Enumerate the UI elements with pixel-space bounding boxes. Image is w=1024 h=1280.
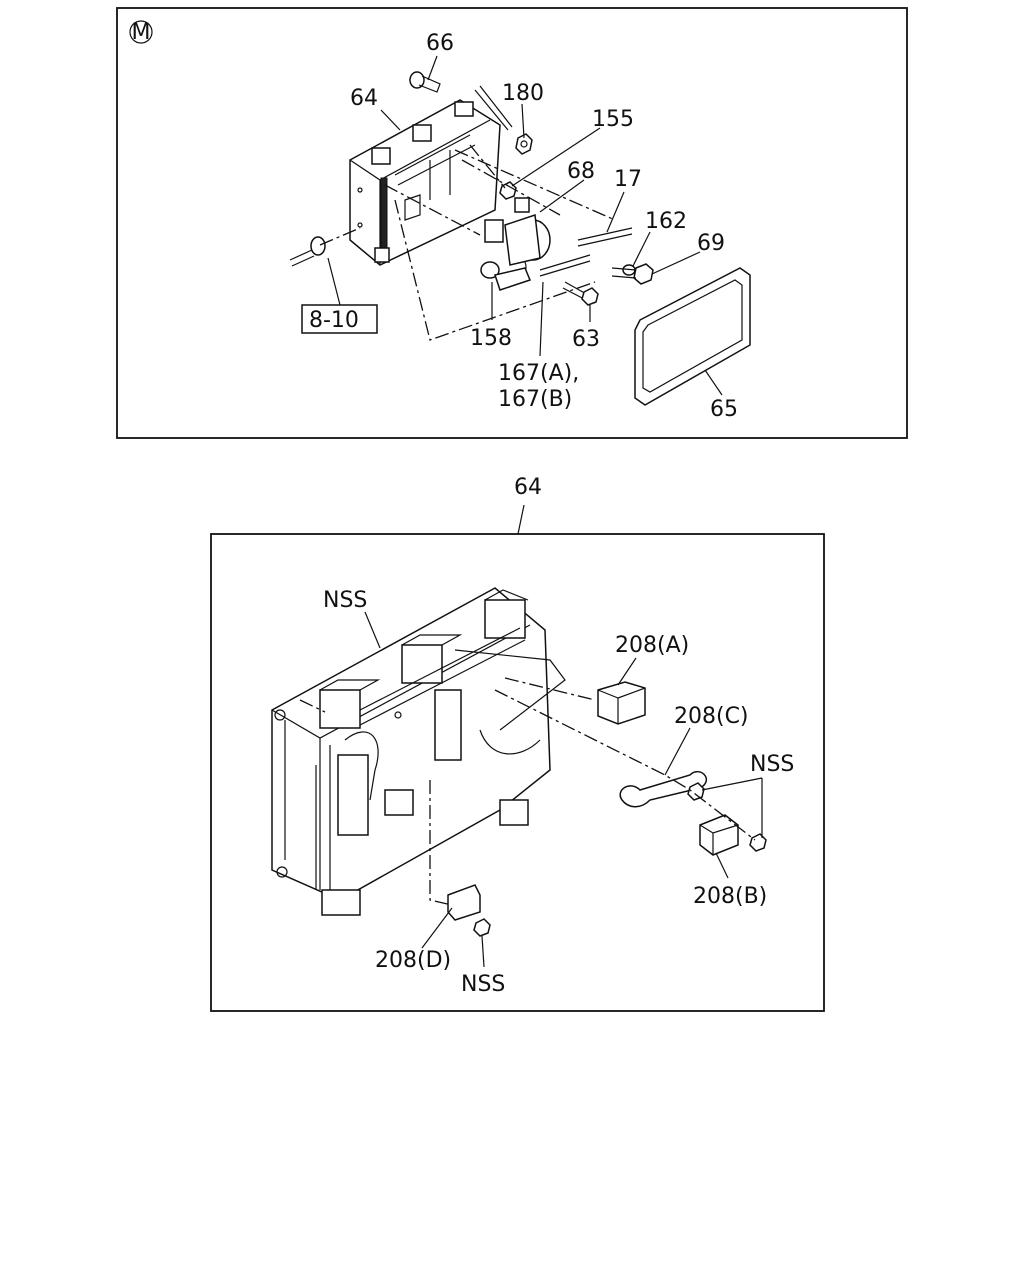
leader-8-10 (327, 257, 341, 306)
leader-180 (521, 103, 525, 139)
bolt-69 (611, 263, 654, 285)
dash-line-4 (454, 149, 616, 221)
nut-nss-3 (473, 918, 491, 937)
dash-line-6 (461, 159, 561, 216)
label-17: 17 (614, 167, 642, 192)
label-65: 65 (710, 397, 738, 422)
cap-208a (597, 681, 646, 725)
dash-line-3 (384, 184, 481, 236)
bracket-208d (447, 884, 481, 921)
label-167-a: 167(A), (498, 361, 579, 386)
leader-64 (380, 109, 401, 131)
top-panel-frame (116, 7, 908, 439)
label-162: 162 (645, 209, 687, 234)
dash-line-5 (469, 144, 506, 189)
dash-line-b2 (494, 689, 756, 841)
label-nss-bottom: NSS (461, 972, 505, 997)
label-208c: 208(C) (674, 704, 749, 729)
bolt-66 (409, 71, 441, 93)
clip-158 (480, 261, 532, 291)
hook-208c (619, 770, 707, 808)
m-marker-label: M (132, 20, 151, 45)
leader-208a (617, 657, 637, 686)
leader-17 (606, 191, 625, 233)
label-69: 69 (697, 231, 725, 256)
label-68: 68 (567, 159, 595, 184)
dash-line-2 (394, 199, 596, 341)
label-64: 64 (350, 86, 378, 111)
nut-180 (515, 133, 533, 155)
label-155: 155 (592, 107, 634, 132)
leader-65 (704, 369, 723, 396)
label-180: 180 (502, 81, 544, 106)
label-66: 66 (426, 31, 454, 56)
leader-title-64 (517, 504, 525, 535)
leader-162 (632, 231, 651, 267)
label-158: 158 (470, 326, 512, 351)
wire-rod (474, 85, 513, 131)
leader-69 (651, 251, 701, 275)
dash-line-1 (319, 227, 361, 246)
leader-208b (715, 852, 729, 879)
leader-nss-bottom (481, 935, 485, 968)
label-nss-right: NSS (750, 752, 794, 777)
leader-208c (664, 727, 691, 776)
rod-167 (539, 254, 591, 277)
leader-208d (421, 907, 453, 949)
bottom-panel-title: 64 (514, 475, 542, 500)
leader-nss-top (364, 611, 381, 649)
nut-nss-1 (687, 782, 705, 801)
label-63: 63 (572, 327, 600, 352)
label-208d: 208(D) (375, 948, 451, 973)
control-box-assembly (349, 99, 501, 266)
m-marker-icon: M (129, 20, 153, 45)
leader-155 (511, 127, 601, 187)
bracket-208b (699, 814, 739, 856)
cover-65 (634, 267, 751, 406)
top-panel: M (116, 7, 908, 439)
pin-17 (577, 227, 633, 247)
leader-nss-right (701, 777, 763, 838)
label-167-b: 167(B) (498, 387, 572, 412)
bottom-panel: 64 (210, 475, 825, 1012)
leader-68 (539, 179, 585, 213)
bottom-panel-frame (210, 533, 825, 1012)
bolt-8-10 (289, 236, 326, 267)
dash-line-b1 (504, 677, 596, 701)
dash-line-b4 (299, 699, 326, 713)
control-box-detail (271, 587, 566, 916)
label-208a: 208(A) (615, 633, 689, 658)
leader-167 (539, 281, 544, 357)
solenoid-68 (484, 197, 551, 286)
nut-nss-2 (749, 833, 767, 852)
label-nss-top: NSS (323, 588, 367, 613)
leader-66 (427, 55, 438, 81)
label-8-10: 8-10 (309, 308, 359, 333)
dash-line-b3 (429, 780, 453, 906)
bolt-63 (562, 281, 599, 306)
label-208b: 208(B) (693, 884, 767, 909)
